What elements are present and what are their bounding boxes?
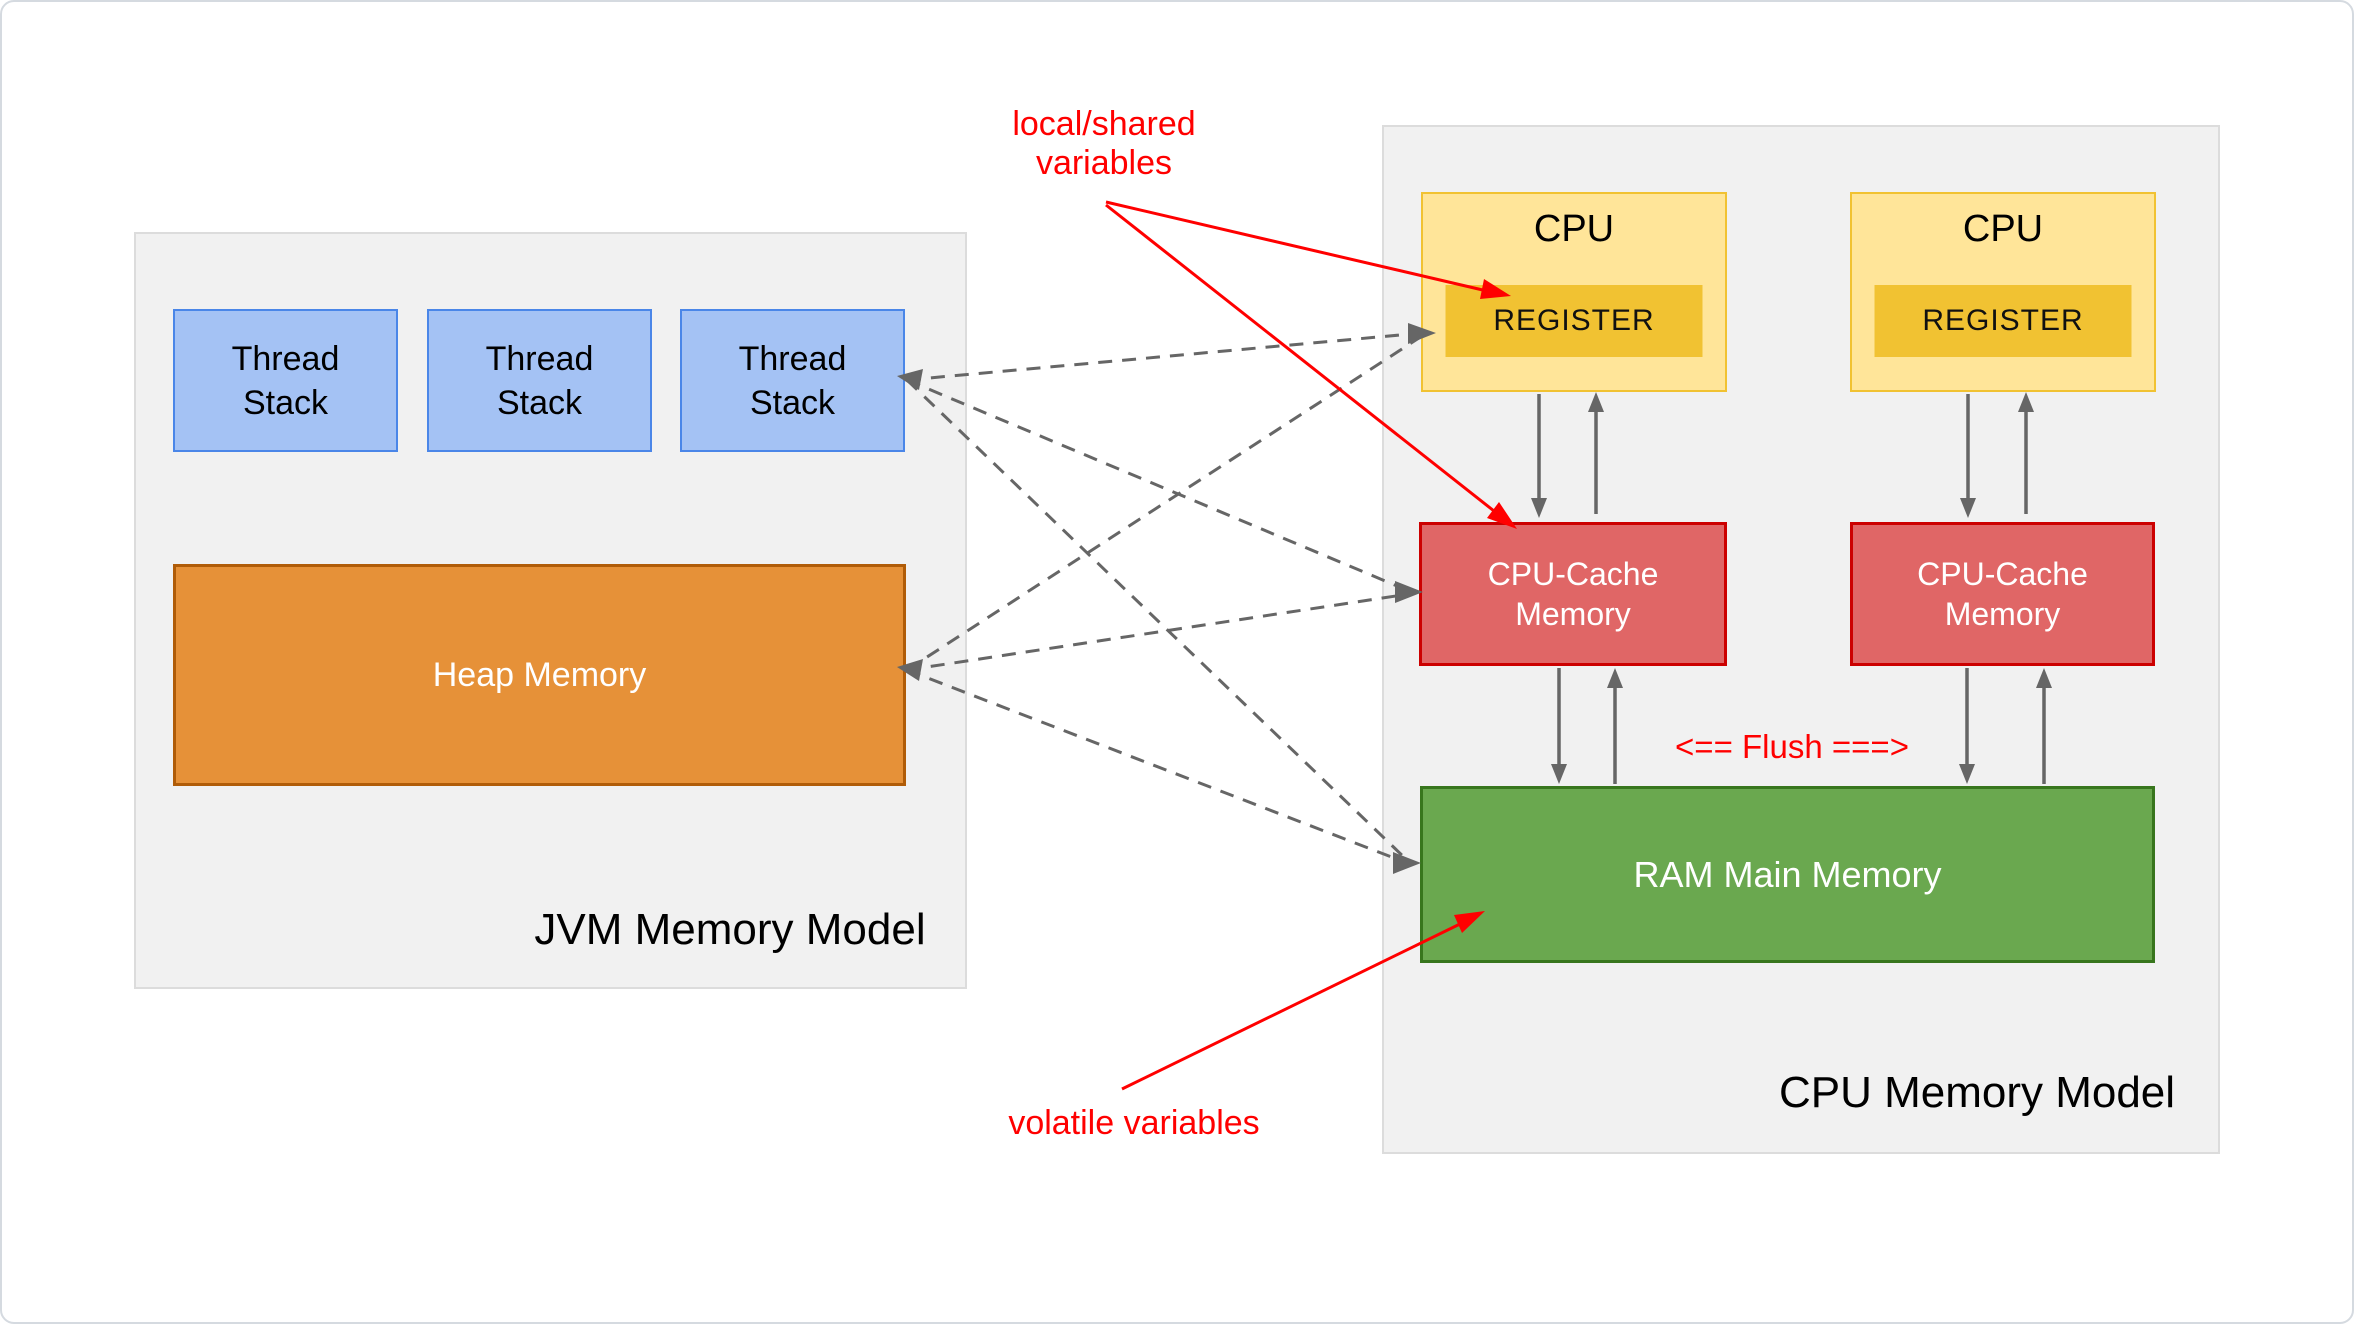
register-label: REGISTER [1922,304,2084,337]
thread-stack-label: Thread Stack [485,339,594,422]
flush-note: <== Flush ===> [1675,728,1909,765]
cpu-box-1: CPU REGISTER [1421,192,1727,392]
dashed-links [905,331,1423,865]
ram-main-memory-box: RAM Main Memory [1420,786,2155,963]
cpu-cache-label: CPU-Cache Memory [1487,556,1659,632]
jvm-panel-title: JVM Memory Model [534,905,926,954]
ram-label: RAM Main Memory [1633,853,1942,895]
register-box-1: REGISTER [1445,285,1703,357]
cpu-label: CPU [1533,208,1615,250]
cpu-box-2: CPU REGISTER [1850,192,2156,392]
volatile-variables-note: volatile variables [1008,1104,1260,1142]
dashed-link-arrowheads [897,323,1436,874]
cpu-label: CPU [1962,208,2044,250]
local-shared-variables-note: local/shared variables [1012,105,1196,182]
cpu-cache-box-2: CPU-Cache Memory [1850,522,2155,666]
register-label: REGISTER [1493,304,1655,337]
thread-stack-box-1: Thread Stack [173,309,398,452]
dashed-link-threadstack-register [906,331,1423,382]
heap-memory-box: Heap Memory [173,564,906,786]
dashed-link-heap-cache [906,592,1410,672]
cpu-cache-box-1: CPU-Cache Memory [1419,522,1727,666]
thread-stack-box-3: Thread Stack [680,309,905,452]
heap-memory-label: Heap Memory [432,655,647,694]
dashed-link-heap-register [906,334,1423,672]
cpu-cache-label: CPU-Cache Memory [1917,556,2088,632]
dashed-link-heap-ram [906,668,1408,865]
register-box-2: REGISTER [1874,285,2132,357]
thread-stack-box-2: Thread Stack [427,309,652,452]
dashed-link-threadstack-cache [906,378,1410,593]
cpu-panel-title: CPU Memory Model [1778,1068,2176,1117]
thread-stack-label: Thread Stack [738,339,847,422]
thread-stack-label: Thread Stack [231,339,340,422]
dashed-link-threadstack-ram [905,378,1409,862]
